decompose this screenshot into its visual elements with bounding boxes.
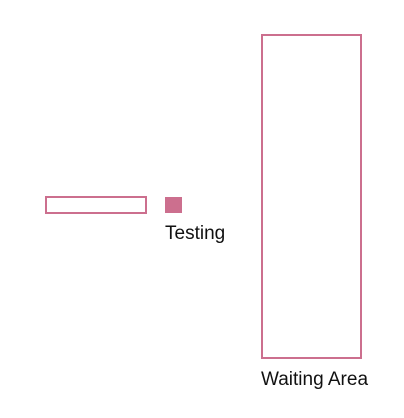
waiting-area-label: Waiting Area	[261, 369, 369, 390]
queue-bar	[45, 196, 147, 214]
testing-marker	[165, 197, 182, 213]
waiting-area-box	[261, 34, 362, 359]
testing-label: Testing	[165, 223, 226, 244]
